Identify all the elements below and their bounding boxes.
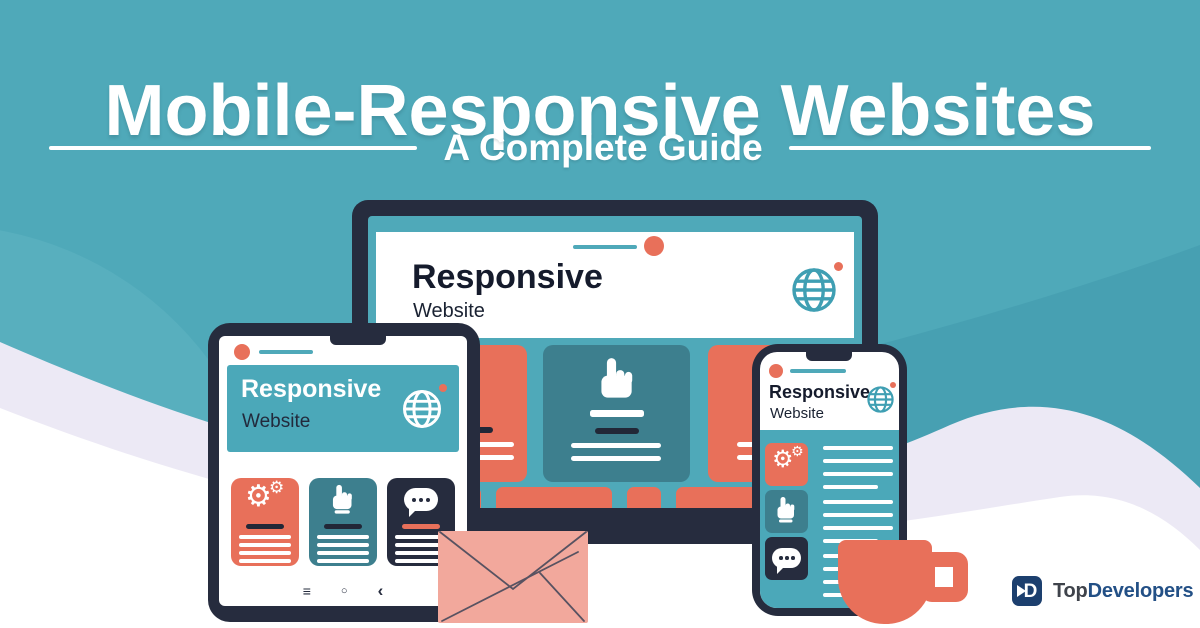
placeholder-line bbox=[823, 446, 893, 450]
decorative-line bbox=[573, 245, 637, 249]
key bbox=[676, 487, 762, 508]
decorative-dot bbox=[234, 344, 250, 360]
placeholder-line bbox=[590, 410, 644, 417]
tablet-card-pointer bbox=[309, 478, 377, 566]
placeholder-line bbox=[571, 456, 661, 461]
subtitle-rule-right bbox=[788, 146, 1151, 150]
tablet-card-settings: ⚙ ⚙ bbox=[231, 478, 299, 566]
decorative-line bbox=[790, 369, 846, 373]
subtitle-rule-left bbox=[49, 146, 418, 150]
brand-name-prefix: Top bbox=[1053, 579, 1088, 602]
brand-logo-icon: D bbox=[1012, 576, 1042, 606]
tablet-illustration: Responsive Website ⚙ ⚙ bbox=[208, 323, 480, 622]
globe-icon bbox=[866, 385, 895, 414]
hand-pointer-icon bbox=[595, 357, 639, 407]
back-icon: ‹ bbox=[377, 581, 384, 600]
envelope-illustration bbox=[438, 531, 588, 623]
phone-camera-notch bbox=[806, 352, 852, 361]
phone-screen: Responsive Website ⚙ ⚙ bbox=[760, 352, 899, 608]
laptop-site-heading: Responsive bbox=[412, 258, 603, 296]
placeholder-line bbox=[317, 535, 369, 539]
placeholder-line bbox=[823, 472, 893, 476]
phone-site-subheading: Website bbox=[770, 405, 824, 422]
placeholder-line bbox=[402, 524, 440, 529]
page-subtitle: A Complete Guide bbox=[443, 127, 763, 168]
tablet-screen: Responsive Website ⚙ ⚙ bbox=[219, 336, 467, 606]
key bbox=[627, 487, 661, 508]
placeholder-line bbox=[823, 459, 893, 463]
phone-illustration: Responsive Website ⚙ ⚙ bbox=[752, 344, 907, 616]
placeholder-line bbox=[395, 543, 447, 547]
coffee-mug-illustration bbox=[838, 540, 932, 624]
tablet-camera-notch bbox=[330, 336, 386, 345]
placeholder-line bbox=[823, 500, 893, 504]
decorative-dot bbox=[439, 384, 447, 392]
brand-name: TopDevelopers bbox=[1053, 579, 1194, 603]
hand-pointer-icon bbox=[774, 496, 798, 524]
tablet-site-heading: Responsive bbox=[241, 375, 382, 403]
phone-site-heading: Responsive bbox=[769, 382, 871, 402]
triangle-icon bbox=[1017, 585, 1026, 597]
globe-icon bbox=[401, 388, 443, 430]
decorative-dot bbox=[890, 382, 896, 388]
phone-card-chat bbox=[765, 537, 808, 580]
menu-icon: ≡ bbox=[302, 583, 311, 599]
placeholder-line bbox=[595, 428, 639, 434]
laptop-site-subheading: Website bbox=[413, 300, 485, 322]
placeholder-line bbox=[395, 535, 447, 539]
placeholder-line bbox=[571, 443, 661, 448]
placeholder-line bbox=[239, 535, 291, 539]
chat-icon bbox=[404, 488, 438, 517]
decorative-dot bbox=[644, 236, 664, 256]
phone-card-pointer bbox=[765, 490, 808, 533]
home-icon: ○ bbox=[340, 585, 348, 597]
gear-icon: ⚙ ⚙ bbox=[245, 478, 285, 514]
tablet-nav-bar: ≡ ○ ‹ bbox=[219, 580, 467, 602]
phone-card-settings: ⚙ ⚙ bbox=[765, 443, 808, 486]
tablet-site-subheading: Website bbox=[242, 411, 311, 432]
gear-icon: ⚙ ⚙ bbox=[772, 444, 804, 473]
placeholder-line bbox=[317, 559, 369, 563]
placeholder-line bbox=[246, 524, 284, 529]
hand-pointer-icon bbox=[329, 484, 356, 515]
brand-monogram: D bbox=[1023, 580, 1038, 602]
placeholder-line bbox=[317, 551, 369, 555]
brand-name-suffix: Developers bbox=[1087, 579, 1194, 602]
globe-icon bbox=[790, 266, 838, 314]
chat-icon bbox=[772, 548, 801, 574]
placeholder-line bbox=[395, 551, 447, 555]
placeholder-line bbox=[823, 513, 893, 517]
page-title: Mobile-Responsive Websites bbox=[104, 71, 1096, 152]
placeholder-line bbox=[324, 524, 362, 529]
brand-logo: D TopDevelopers bbox=[1012, 576, 1194, 606]
placeholder-line bbox=[239, 551, 291, 555]
decorative-dot bbox=[769, 364, 783, 378]
key bbox=[496, 487, 612, 508]
placeholder-line bbox=[823, 485, 878, 489]
page-subtitle-row: A Complete Guide bbox=[0, 126, 1200, 170]
placeholder-line bbox=[317, 543, 369, 547]
tablet-card-chat bbox=[387, 478, 455, 566]
placeholder-line bbox=[823, 526, 893, 530]
decorative-dot bbox=[834, 262, 843, 271]
placeholder-line bbox=[395, 559, 447, 563]
placeholder-line bbox=[239, 543, 291, 547]
decorative-line bbox=[259, 350, 313, 354]
laptop-webpage-header: Responsive Website bbox=[376, 232, 854, 338]
placeholder-line bbox=[239, 559, 291, 563]
laptop-content-card-center bbox=[543, 345, 690, 482]
tablet-webpage-header: Responsive Website bbox=[227, 365, 459, 452]
